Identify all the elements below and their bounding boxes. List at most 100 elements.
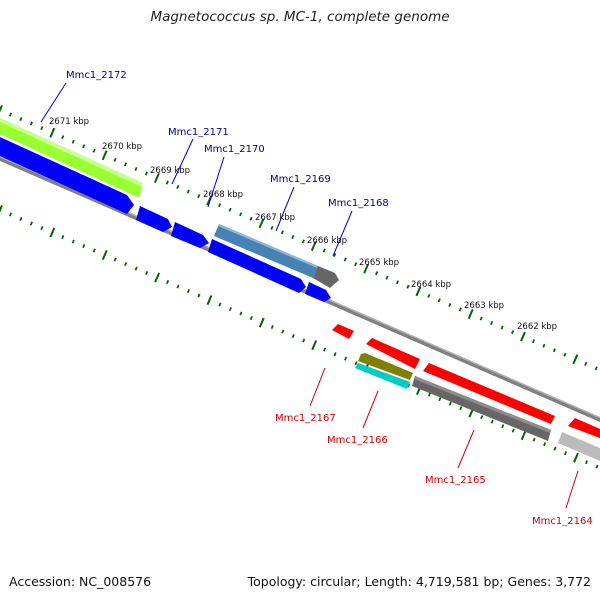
tick-mark: [520, 430, 527, 441]
gene-label[interactable]: Mmc1_2164: [532, 516, 593, 527]
gene-label[interactable]: Mmc1_2166: [327, 435, 388, 446]
accession-text: Accession: NC_008576: [9, 574, 152, 589]
tick-mark: [82, 244, 86, 249]
tick-mark: [258, 317, 265, 328]
forward-features: [0, 118, 339, 302]
tick-mark: [144, 171, 149, 176]
forward-gene-labels: Mmc1_2172 Mmc1_2171 Mmc1_2170 Mmc1_2169 …: [40, 70, 389, 257]
gene-label[interactable]: Mmc1_2171: [168, 127, 229, 138]
tick-mark: [197, 194, 201, 199]
tick-mark: [500, 325, 504, 330]
tick-mark: [467, 309, 474, 319]
tick-mark: [395, 280, 400, 285]
feature-mmc1-2168[interactable]: [305, 282, 331, 302]
tick-mark: [49, 227, 56, 238]
tick-mark: [134, 266, 138, 271]
genome-summary-text: Topology: circular; Length: 4,719,581 bp…: [247, 574, 591, 589]
tick-mark: [71, 139, 75, 144]
gene-label[interactable]: Mmc1_2172: [66, 70, 127, 81]
feature-blue-cds[interactable]: [171, 222, 209, 248]
tick-mark: [310, 241, 317, 251]
tick-mark: [595, 464, 599, 469]
feature-gray-small[interactable]: [313, 266, 339, 288]
feature-mmc1-2167[interactable]: [332, 324, 354, 339]
tick-mark: [218, 203, 222, 208]
tick-mark: [438, 397, 442, 402]
tick-mark: [101, 150, 108, 161]
tick-mark: [323, 347, 327, 352]
tick-mark: [228, 307, 232, 312]
map-title: Magnetococcus sp. MC-1, complete genome: [150, 9, 450, 25]
tick-mark: [206, 295, 213, 306]
kbp-labels: 2671 kbp 2670 kbp 2669 kbp 2668 kbp 2667…: [49, 117, 557, 332]
tick-mark: [459, 406, 463, 411]
tick-mark: [573, 452, 579, 463]
tick-mark: [61, 235, 65, 240]
feature-olive[interactable]: [358, 353, 413, 380]
feature-mmc1-2165[interactable]: [423, 363, 555, 424]
gene-label[interactable]: Mmc1_2170: [204, 144, 265, 155]
feature-blue-cds[interactable]: [208, 239, 306, 293]
tick-mark: [322, 248, 326, 253]
tick-mark: [344, 356, 348, 361]
tick-mark: [82, 144, 86, 149]
reverse-features: [332, 324, 600, 461]
reverse-gene-labels: Mmc1_2167 Mmc1_2166 Mmc1_2165 Mmc1_2164: [275, 367, 593, 527]
tick-mark: [572, 354, 579, 365]
gene-label[interactable]: Mmc1_2165: [425, 475, 486, 486]
tick-mark: [458, 307, 462, 312]
tick-mark: [239, 212, 243, 217]
tick-mark: [333, 352, 337, 357]
tick-mark: [258, 218, 265, 229]
kbp-label: 2666 kbp: [307, 236, 347, 246]
gene-label[interactable]: Mmc1_2167: [275, 413, 336, 424]
tick-mark: [176, 185, 180, 190]
gene-label[interactable]: Mmc1_2169: [270, 174, 331, 185]
leader-line: [171, 138, 194, 185]
leader-line: [207, 156, 225, 208]
tick-mark: [186, 289, 191, 294]
tick-mark: [165, 180, 169, 185]
feature-light-gray[interactable]: [558, 432, 600, 461]
tick-mark: [92, 248, 96, 253]
kbp-label: 2669 kbp: [150, 166, 190, 176]
kbp-label: 2663 kbp: [464, 301, 504, 311]
tick-mark: [415, 286, 422, 297]
feature-mmc1-2164[interactable]: [568, 418, 600, 438]
tick-mark: [374, 271, 379, 276]
feature-red-cds[interactable]: [366, 338, 420, 369]
tick-mark: [427, 392, 431, 397]
feature-shade: [414, 376, 551, 433]
tick-mark: [291, 234, 295, 239]
tick-mark: [218, 302, 222, 307]
tick-mark: [510, 330, 515, 335]
feature-mmc1-2169[interactable]: [214, 224, 318, 278]
tick-mark: [584, 460, 589, 465]
tick-mark: [406, 284, 410, 289]
feature-mmc1-2170[interactable]: [136, 206, 172, 232]
tick-mark: [40, 226, 44, 231]
tick-mark: [333, 253, 337, 258]
leader-line: [332, 210, 353, 257]
tick-mark: [448, 302, 452, 307]
tick-mark: [166, 280, 170, 285]
feature-gray-large[interactable]: [412, 376, 551, 441]
tick-mark: [153, 173, 160, 183]
tick-mark: [113, 257, 117, 262]
gene-label[interactable]: Mmc1_2168: [328, 198, 389, 209]
feature-shade: [0, 118, 143, 187]
tick-mark: [437, 298, 441, 303]
leader-line: [362, 390, 379, 429]
feature-mmc1-2166[interactable]: [355, 363, 410, 389]
feature-mmc1-2171[interactable]: [0, 137, 134, 214]
tick-mark: [29, 121, 33, 126]
tick-mark: [239, 311, 243, 316]
tick-mark: [19, 117, 23, 122]
tick-mark: [584, 361, 588, 366]
leader-line: [309, 367, 326, 407]
tick-mark: [563, 352, 567, 357]
tick-mark: [490, 321, 494, 326]
leader-line: [565, 470, 579, 509]
tick-mark: [8, 112, 13, 117]
tick-mark: [92, 148, 96, 153]
